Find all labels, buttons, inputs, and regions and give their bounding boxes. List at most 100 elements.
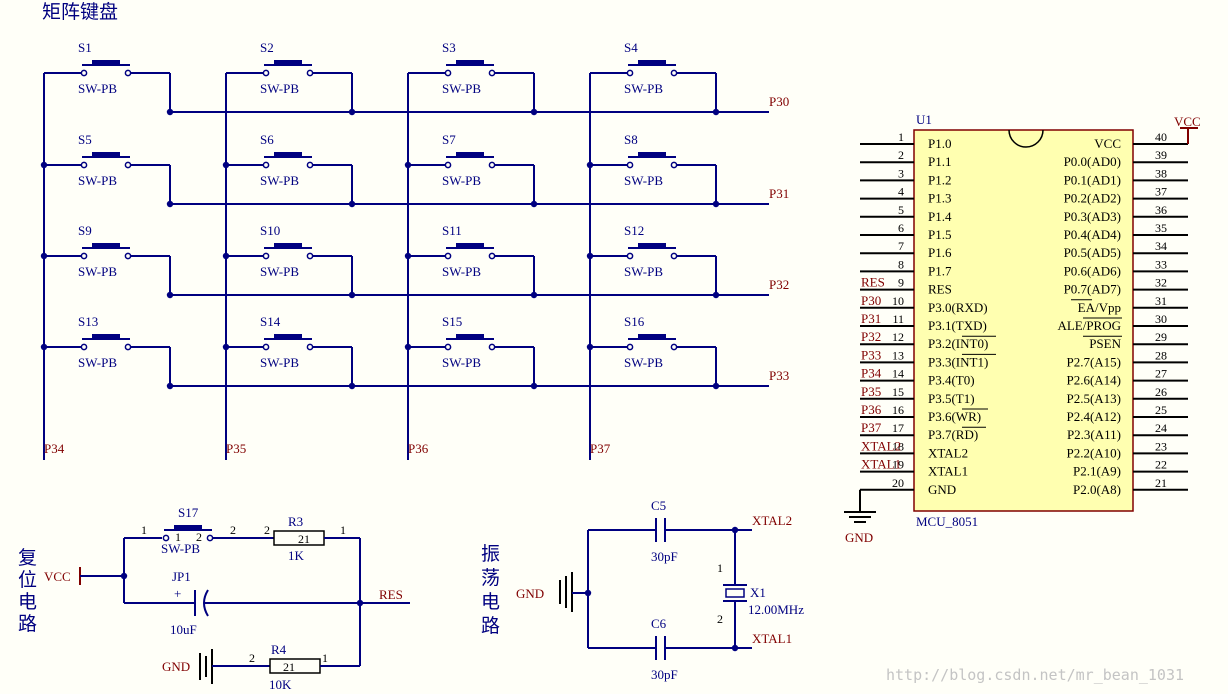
junction-dot (166, 382, 174, 390)
switch-contact (80, 343, 88, 351)
switch-s6 (262, 152, 314, 169)
switch-designator: S1 (78, 40, 92, 55)
switch-contact (488, 252, 496, 260)
mcu-pin-name: P2.7(A15) (1066, 354, 1121, 369)
switch-contact (306, 69, 314, 77)
mcu-pin-name: P3.7(RD) (928, 427, 978, 442)
mcu-pin-name: EA/Vpp (1078, 300, 1121, 315)
mcu-pin-name: P3.5(T1) (928, 391, 975, 406)
pin-number: 1 (322, 651, 328, 665)
switch-s12 (626, 243, 678, 260)
junction-dot (712, 291, 720, 299)
mcu-pin-number: 3 (898, 166, 904, 180)
switch-contact (626, 69, 634, 77)
switch-contact (124, 69, 132, 77)
switch-button (274, 152, 302, 157)
pin-number: 2 (717, 612, 723, 626)
switch-button (638, 334, 666, 339)
switch-contact (444, 252, 452, 260)
osc-gnd: GND (516, 586, 544, 601)
mcu-pin-number: 30 (1155, 312, 1167, 326)
switch-button (92, 334, 120, 339)
mcu-pin-number: 4 (898, 185, 904, 199)
r4-value: 10K (269, 677, 292, 692)
junction-dot (40, 161, 48, 169)
mcu-pin-name: GND (928, 482, 956, 497)
mcu-pin-number: 39 (1155, 148, 1167, 162)
switch-designator: S14 (260, 314, 281, 329)
switch-contact (670, 343, 678, 351)
junction-dot (404, 252, 412, 260)
switch-type: SW-PB (442, 355, 481, 370)
junction-dot (404, 161, 412, 169)
junction-dot (530, 108, 538, 116)
switch-button (274, 243, 302, 248)
mcu-pin-net: P33 (861, 347, 881, 362)
switch-designator: S12 (624, 223, 644, 238)
column-net-P34: P34 (44, 441, 65, 456)
mcu-pin-number: 18 (892, 439, 904, 453)
mcu-pin-name: P1.3 (928, 191, 951, 206)
mcu-pin-name: ALE/PROG (1057, 318, 1121, 333)
switch-s10 (262, 243, 314, 260)
switch-designator: S5 (78, 132, 92, 147)
mcu-pin-net: P36 (861, 402, 882, 417)
osc-title-char: 电 (481, 591, 500, 613)
mcu-pin-number: 19 (892, 458, 904, 472)
junction-dot (530, 200, 538, 208)
mcu-pin-number: 8 (898, 257, 904, 271)
switch-contact (444, 343, 452, 351)
switch-contact (670, 161, 678, 169)
pin-number: 1 (141, 523, 147, 537)
mcu-pin-name: XTAL1 (928, 464, 968, 479)
mcu-pin-number: 13 (892, 348, 904, 362)
mcu-pin-number: 26 (1155, 385, 1167, 399)
mcu-pin-name: P0.3(AD3) (1064, 209, 1121, 224)
switch-type: SW-PB (78, 173, 117, 188)
switch-s11 (444, 243, 496, 260)
switch-contact (306, 343, 314, 351)
switch-type: SW-PB (442, 264, 481, 279)
column-net-P35: P35 (226, 441, 246, 456)
junction-dot (530, 382, 538, 390)
r3-designator: R3 (288, 514, 303, 529)
mcu-pin-net: P37 (861, 420, 882, 435)
junction-dot (586, 161, 594, 169)
switch-contact (124, 252, 132, 260)
c6-designator: C6 (651, 616, 667, 631)
mcu-pin-name: P3.3(INT1) (928, 354, 988, 369)
switch-contact (262, 343, 270, 351)
mcu-pin-net: P35 (861, 384, 881, 399)
mcu-pin-name: VCC (1094, 136, 1121, 151)
mcu-pin-number: 24 (1155, 421, 1167, 435)
c5-designator: C5 (651, 498, 666, 513)
switch-designator: S8 (624, 132, 638, 147)
mcu-pin-name: P1.1 (928, 154, 951, 169)
switch-button (456, 60, 484, 65)
switch-designator: S9 (78, 223, 92, 238)
switch-button (274, 334, 302, 339)
mcu-pin-number: 21 (1155, 476, 1167, 490)
pin-number: 2 (230, 523, 236, 537)
switch-designator: S17 (178, 505, 199, 520)
mcu-pin-number: 27 (1155, 367, 1167, 381)
row-net-P30: P30 (769, 94, 789, 109)
mcu-pin-name: P0.2(AD2) (1064, 191, 1121, 206)
switch-s14 (262, 334, 314, 351)
mcu-pin-number: 12 (892, 330, 904, 344)
mcu-pin-number: 16 (892, 403, 904, 417)
switch-button (274, 60, 302, 65)
switch-contact (206, 534, 214, 542)
mcu-pin-number: 11 (892, 312, 904, 326)
switch-designator: S6 (260, 132, 274, 147)
junction-dot (712, 382, 720, 390)
switch-s4 (626, 60, 678, 77)
mcu-pin-number: 36 (1155, 203, 1167, 217)
osc-title-char: 振 (481, 543, 500, 565)
mcu-pin-name: P0.6(AD6) (1064, 263, 1121, 278)
mcu-pin-number: 40 (1155, 130, 1167, 144)
mcu-pin-net: P31 (861, 311, 881, 326)
mcu-pin-name: P0.1(AD1) (1064, 172, 1121, 187)
